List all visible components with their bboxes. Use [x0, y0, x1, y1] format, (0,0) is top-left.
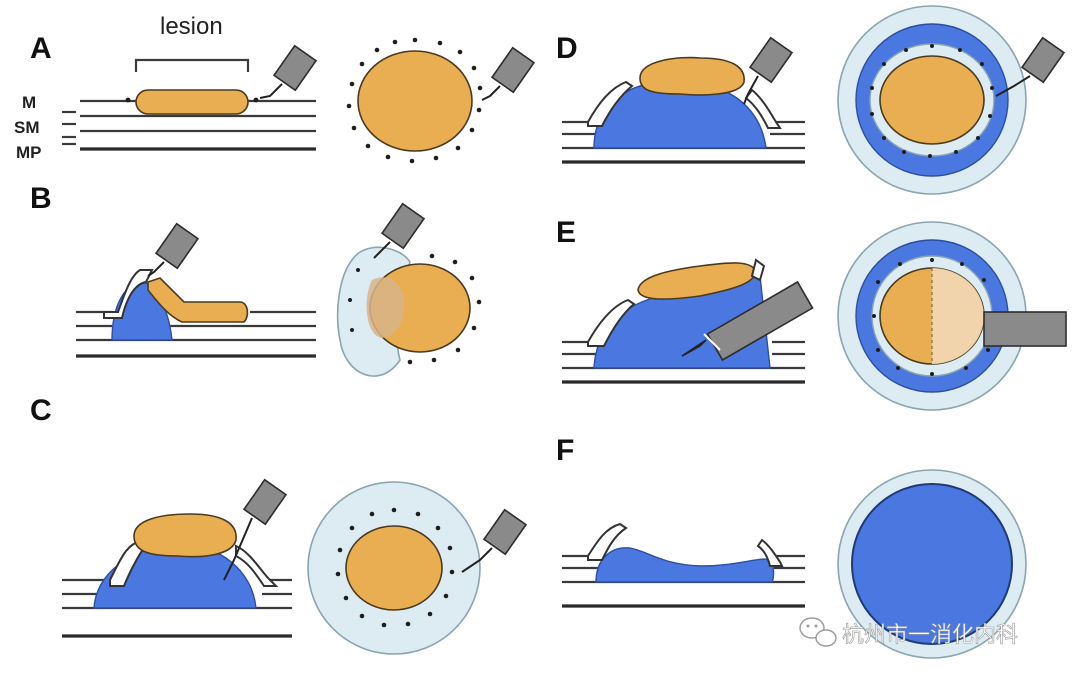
panel-e-top-view	[837, 221, 1067, 411]
lesion-top-view	[345, 525, 443, 611]
panel-d: D	[556, 5, 1066, 195]
mucosal-flap-left	[587, 80, 634, 127]
panel-a-cross-section	[80, 44, 318, 151]
lesion-shape	[133, 513, 237, 558]
knife-icon	[373, 202, 426, 259]
wechat-icon	[799, 617, 837, 647]
panel-f-cross-section	[562, 522, 805, 608]
panel-f-top-view	[837, 469, 1027, 659]
dissected-lesion-portion	[932, 268, 984, 364]
marking-dots-ring	[870, 44, 994, 158]
marking-dot	[125, 97, 131, 103]
lesion-top-view	[879, 55, 985, 145]
knife-icon	[259, 44, 318, 99]
scope-icon	[681, 280, 814, 362]
panel-a-letter: A	[30, 32, 52, 65]
watermark-text: 杭州市一消化内科	[842, 623, 1018, 648]
panel-c-letter: C	[30, 394, 52, 427]
lesion-shape	[135, 89, 249, 115]
mucosal-flap-left	[587, 298, 636, 347]
watermark: 杭州市一消化内科	[799, 617, 1018, 648]
panel-c-top-view	[307, 481, 528, 655]
panel-e: E	[556, 216, 1067, 411]
marking-dots-ring	[348, 253, 482, 365]
panel-e-letter: E	[556, 216, 576, 249]
panel-c: C	[30, 394, 528, 655]
knife-icon	[481, 46, 536, 101]
marking-dot	[253, 97, 259, 103]
lesion-shape	[639, 56, 745, 96]
panel-f-letter: F	[556, 434, 574, 467]
resection-bed-top-view	[851, 483, 1013, 645]
marking-dots-ring	[346, 37, 483, 164]
panel-d-letter: D	[556, 32, 578, 65]
knife-icon	[995, 36, 1066, 97]
panel-d-top-view	[837, 5, 1066, 195]
lesion-bracket	[134, 58, 250, 72]
mucosal-flap-right	[756, 538, 784, 567]
panel-a-top-view	[346, 37, 536, 164]
lesion-label: lesion	[160, 13, 223, 40]
lifted-lesion-overlap	[366, 277, 405, 338]
mucosal-flap-right	[750, 258, 766, 282]
panel-a: A M SM MP lesion	[14, 13, 536, 164]
knife-icon	[147, 222, 200, 277]
marking-dots-ring	[872, 258, 990, 376]
mucosal-flap-right	[235, 544, 279, 587]
knife-icon	[461, 508, 528, 573]
lesion-shape	[147, 277, 249, 323]
mucosal-flap-left	[587, 522, 628, 561]
panel-e-cross-section	[562, 258, 814, 384]
knife-icon	[743, 36, 794, 105]
knife-icon	[223, 478, 288, 581]
resection-bed	[595, 547, 775, 583]
scope-icon	[983, 311, 1067, 347]
panel-d-cross-section	[562, 36, 805, 164]
lesion-top-view	[357, 50, 473, 152]
layer-label-sm: SM	[14, 118, 40, 137]
panel-f: F	[556, 434, 1027, 659]
panel-b-cross-section	[76, 222, 316, 358]
panel-b-top-view	[336, 202, 482, 377]
panel-b-letter: B	[30, 182, 52, 215]
marking-dots-ring	[335, 507, 455, 628]
panel-b: B	[30, 182, 482, 377]
layer-label-mp: MP	[16, 143, 42, 162]
layer-label-m: M	[22, 93, 36, 112]
panel-c-cross-section	[62, 478, 292, 638]
mucosal-flap-right	[744, 88, 782, 129]
